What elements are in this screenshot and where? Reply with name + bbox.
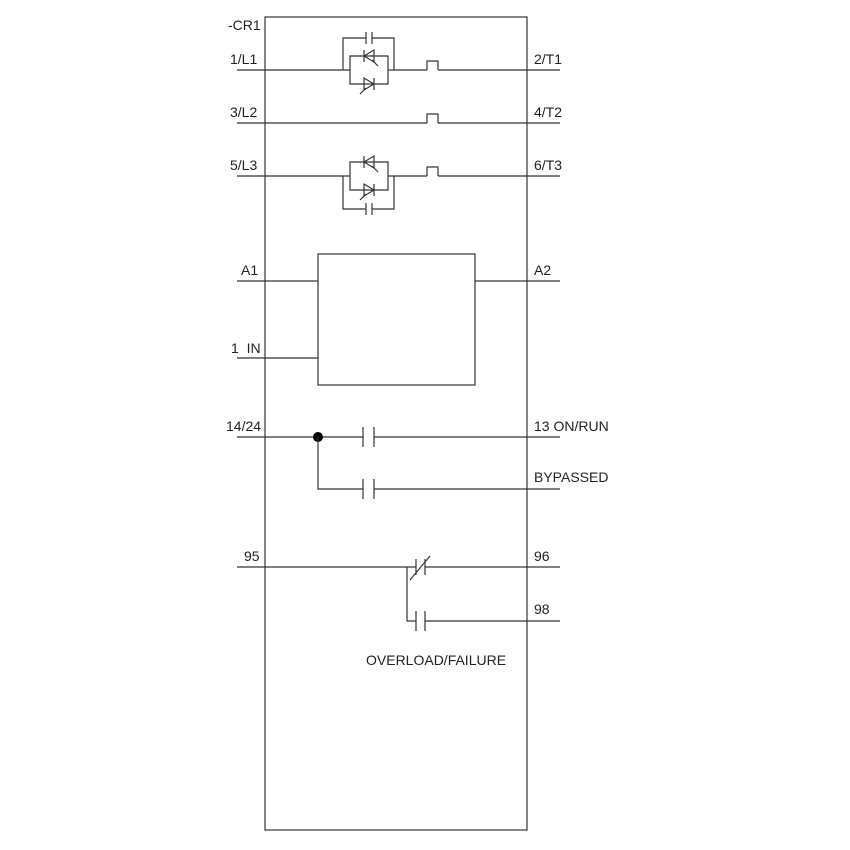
bypass-contact-phase-1 — [342, 32, 395, 70]
terminal-label-a2: A2 — [534, 262, 551, 278]
device-designation-label: -CR1 — [228, 17, 261, 33]
terminal-label-5-l3: 5/L3 — [230, 157, 257, 173]
terminal-label-14-24: 14/24 — [226, 418, 261, 434]
bypass-contact-phase-3 — [342, 176, 395, 215]
overload-failure-contacts — [237, 555, 560, 631]
terminal-label-98: 98 — [534, 601, 550, 617]
device-enclosure — [264, 16, 528, 831]
terminal-label-2-t1: 2/T1 — [534, 51, 562, 67]
terminal-label-95: 95 — [244, 548, 260, 564]
terminal-label-a1: A1 — [241, 262, 258, 278]
aux-contacts-run-bypass — [237, 427, 560, 499]
thyristor-pair-phase-1 — [343, 48, 394, 95]
phase-3-circuit — [237, 154, 560, 215]
terminal-label-1-l1: 1/L1 — [230, 51, 257, 67]
terminal-label-4-t2: 4/T2 — [534, 104, 562, 120]
terminal-label-bypassed: BYPASSED — [534, 469, 608, 485]
phase-2-circuit — [237, 113, 560, 124]
phase-1-circuit — [237, 32, 560, 95]
control-module — [237, 253, 560, 386]
terminal-label-96: 96 — [534, 548, 550, 564]
thyristor-pair-phase-3 — [343, 154, 394, 201]
terminal-label-13-on-run: 13 ON/RUN — [534, 418, 609, 434]
terminal-label-6-t3: 6/T3 — [534, 157, 562, 173]
terminal-label-3-l2: 3/L2 — [230, 104, 257, 120]
terminal-label-1-in: 1 IN — [231, 340, 261, 356]
overload-failure-label: OVERLOAD/FAILURE — [366, 652, 506, 668]
